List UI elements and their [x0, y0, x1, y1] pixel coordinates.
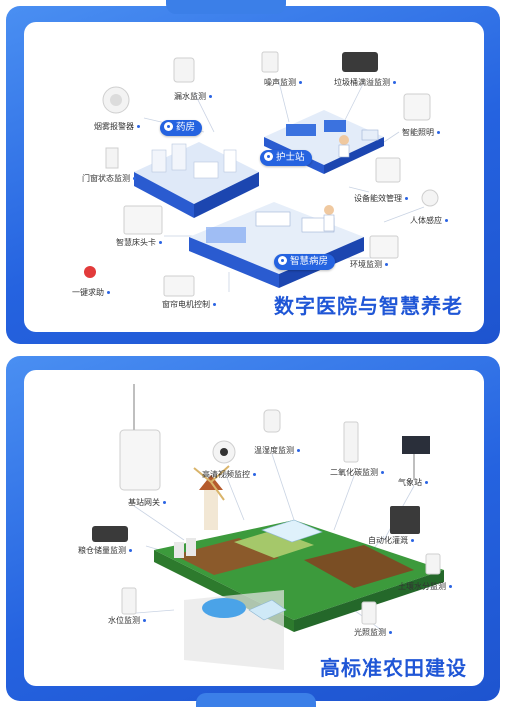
- label-co2: 二氧化碳监测: [330, 468, 384, 478]
- label-bedside-card: 智慧床头卡: [116, 238, 162, 248]
- label-soil-moisture: 土壤水分监测: [398, 582, 452, 592]
- farm-panel: 基站网关 高清视频监控 温湿度监测 二氧化碳监测 气象站 粮仓储量监测 自动化灌…: [6, 356, 500, 707]
- label-hd-camera: 高清视频监控: [202, 470, 256, 480]
- label-grain-storage: 粮仓储量监测: [78, 546, 132, 556]
- farm-base: [154, 465, 444, 670]
- label-door-window: 门窗状态监测: [82, 174, 136, 184]
- zone-pin-smart-ward: 智慧病房: [274, 254, 336, 270]
- smart-ward-building: [189, 202, 364, 288]
- device-icons: [84, 51, 439, 297]
- label-light-monitor: 光照监测: [354, 628, 392, 638]
- hospital-scene-frame: 烟雾报警器 漏水监测 噪声监测 垃圾桶满溢监测 智能照明 门窗状态监测 设备能效…: [24, 22, 484, 332]
- location-pin-icon: [278, 256, 287, 265]
- label-smart-lighting: 智能照明: [402, 128, 440, 138]
- label-temp-humidity: 温湿度监测: [254, 446, 300, 456]
- label-base-gateway: 基站网关: [128, 498, 166, 508]
- farm-title: 高标准农田建设: [320, 656, 467, 680]
- label-water-leak: 漏水监测: [174, 92, 212, 102]
- label-human-sensing: 人体感应: [410, 216, 448, 226]
- hospital-panel: 烟雾报警器 漏水监测 噪声监测 垃圾桶满溢监测 智能照明 门窗状态监测 设备能效…: [6, 0, 500, 344]
- label-trash-overflow: 垃圾桶满溢监测: [334, 78, 396, 88]
- label-noise: 噪声监测: [264, 78, 302, 88]
- location-pin-icon: [164, 122, 173, 131]
- farm-scene-frame: 基站网关 高清视频监控 温湿度监测 二氧化碳监测 气象站 粮仓储量监测 自动化灌…: [24, 370, 484, 686]
- device-icons: [92, 384, 441, 625]
- label-smoke-alarm: 烟雾报警器: [94, 122, 140, 132]
- zone-pin-pharmacy: 药房: [160, 120, 203, 136]
- label-water-level: 水位监测: [108, 616, 146, 626]
- hospital-illustration: [84, 51, 439, 297]
- hospital-title: 数字医院与智慧养老: [274, 294, 463, 318]
- label-weather-station: 气象站: [398, 478, 428, 488]
- label-sos-button: 一键求助: [72, 288, 110, 298]
- pharmacy-building: [134, 142, 259, 218]
- label-power-mgmt: 设备能效管理: [354, 194, 408, 204]
- panel-tab: [196, 693, 316, 707]
- label-auto-irrigation: 自动化灌溉: [368, 536, 414, 546]
- label-env-monitor: 环境监测: [350, 260, 388, 270]
- label-curtain-motor: 窗帘电机控制: [162, 300, 216, 310]
- panel-tab: [166, 0, 286, 14]
- zone-pin-nurse-station: 护士站: [260, 150, 312, 166]
- location-pin-icon: [264, 152, 273, 161]
- farm-illustration: [92, 384, 444, 670]
